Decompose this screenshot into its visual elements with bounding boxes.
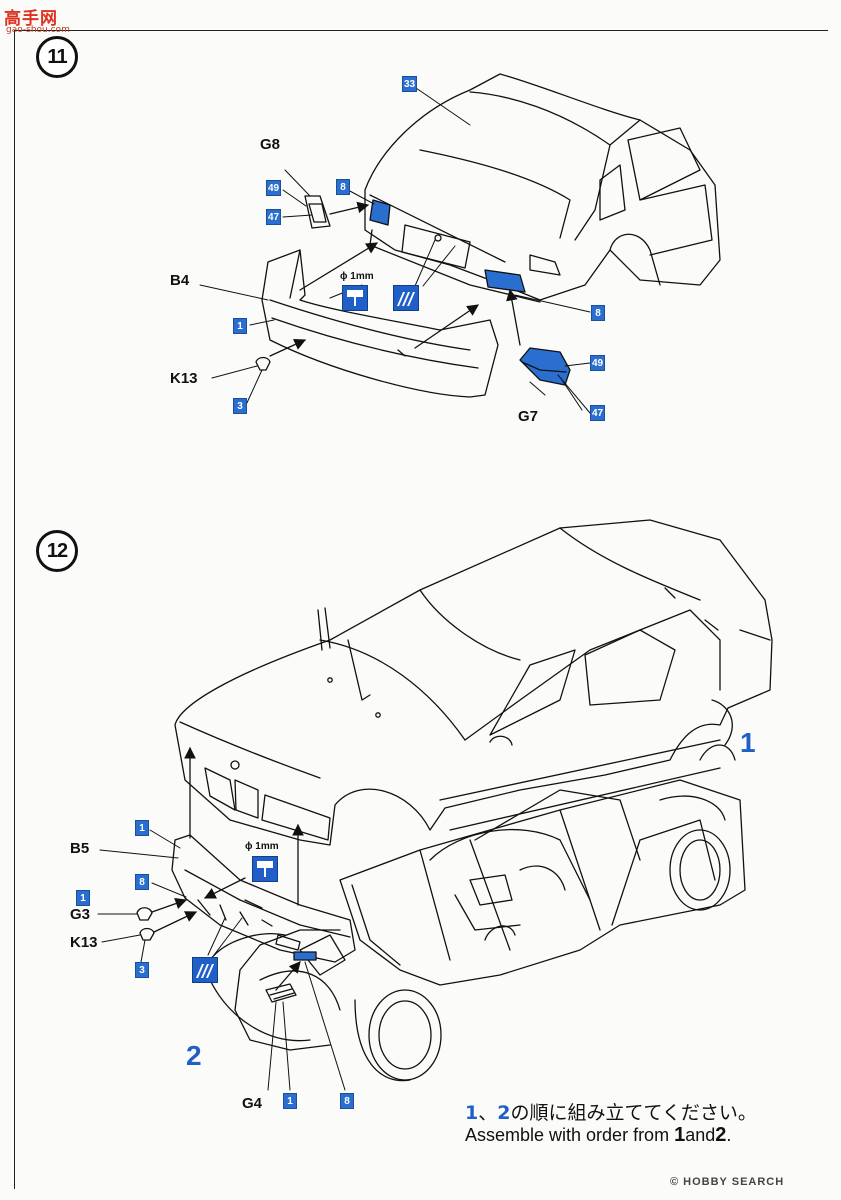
part-k13-step12 [139, 927, 155, 941]
note-separator: 、 [478, 1102, 498, 1124]
step-12-marker: 12 [36, 530, 78, 572]
assembly-note-japanese: 1、2の順に組み立ててください。 [465, 1098, 757, 1125]
note-number-1: 1 [674, 1124, 686, 1146]
arrow-hole [203, 877, 246, 899]
paint-badge-1: 1 [283, 1093, 297, 1109]
rear-bumper-b4 [261, 249, 499, 398]
part-label-g8: G8 [260, 136, 281, 153]
right-taillight [484, 269, 526, 293]
part-label-b4: B4 [170, 272, 190, 289]
step-11-marker: 11 [36, 36, 78, 78]
paint-badge-8: 8 [591, 305, 605, 321]
watermark-title: 高手网 [4, 9, 58, 29]
hole-diameter-label: ϕ 1mm [340, 271, 374, 282]
note-period: . [726, 1125, 732, 1145]
paint-badge-1: 1 [233, 318, 247, 334]
decal-placement-icon [393, 285, 419, 311]
paint-badge-1: 1 [76, 890, 90, 906]
arrow-g4 [275, 961, 301, 991]
part-g4-grille [265, 983, 297, 1003]
car-rear-body [364, 73, 721, 303]
paint-badge-1: 1 [135, 820, 149, 836]
note-text-ja: の順に組み立ててください。 [510, 1102, 757, 1124]
paint-badge-3: 3 [135, 962, 149, 978]
hole-diameter-label: ϕ 1mm [245, 841, 279, 852]
arrow-g7 [506, 288, 521, 346]
paint-badge-8: 8 [340, 1093, 354, 1109]
front-bumper-b5 [171, 834, 356, 963]
note-and: and [685, 1125, 716, 1145]
part-label-k13: K13 [70, 934, 98, 951]
drill-hole-icon [252, 856, 278, 882]
arrow-bumper-left [299, 242, 378, 291]
car-body-shell [174, 519, 773, 846]
watermark: 高手网 gao-shou.com [4, 4, 70, 35]
part-label-b5: B5 [70, 840, 90, 857]
note-number-2: 2 [715, 1124, 727, 1146]
part-g3 [136, 907, 153, 921]
paint-badge-3: 3 [233, 398, 247, 414]
assembly-order-1: 1 [740, 727, 756, 758]
part-label-g3: G3 [70, 906, 91, 923]
note-number-1: 1 [465, 1102, 479, 1124]
assembly-note-english: Assemble with order from 1and2. [465, 1124, 731, 1147]
paint-badge-49: 49 [266, 180, 282, 196]
paint-badge-8: 8 [135, 874, 149, 890]
paint-badge-47: 47 [590, 405, 606, 421]
arrow-k13-b [153, 911, 198, 933]
left-taillight [369, 199, 391, 226]
drill-hole-icon [342, 285, 368, 311]
paint-badge-47: 47 [266, 209, 282, 225]
page-frame [14, 30, 828, 1189]
arrow-g8 [329, 201, 370, 215]
paint-badge-49: 49 [590, 355, 606, 371]
part-g7 [519, 347, 571, 386]
chassis-with-rollcage [209, 744, 746, 1082]
note-text-en: Assemble with order from [465, 1125, 675, 1145]
paint-badge-8: 8 [336, 179, 350, 195]
paint-badge-33: 33 [402, 76, 418, 92]
part-g8 [304, 195, 331, 229]
part-k13-step11 [255, 356, 271, 371]
note-number-2: 2 [497, 1102, 511, 1124]
decal-placement-icon [192, 957, 218, 983]
arrow-bumper-right [414, 304, 479, 349]
assembly-order-2: 2 [186, 1040, 202, 1071]
arrow-g3 [151, 897, 188, 913]
arrow-k13 [269, 339, 307, 357]
part-label-g7: G7 [518, 408, 539, 425]
part-label-g4: G4 [242, 1095, 263, 1112]
hobby-search-credit: © HOBBY SEARCH [670, 1176, 785, 1188]
part-label-k13: K13 [170, 370, 198, 387]
front-foglight [293, 951, 317, 961]
watermark-url: gao-shou.com [6, 25, 70, 35]
